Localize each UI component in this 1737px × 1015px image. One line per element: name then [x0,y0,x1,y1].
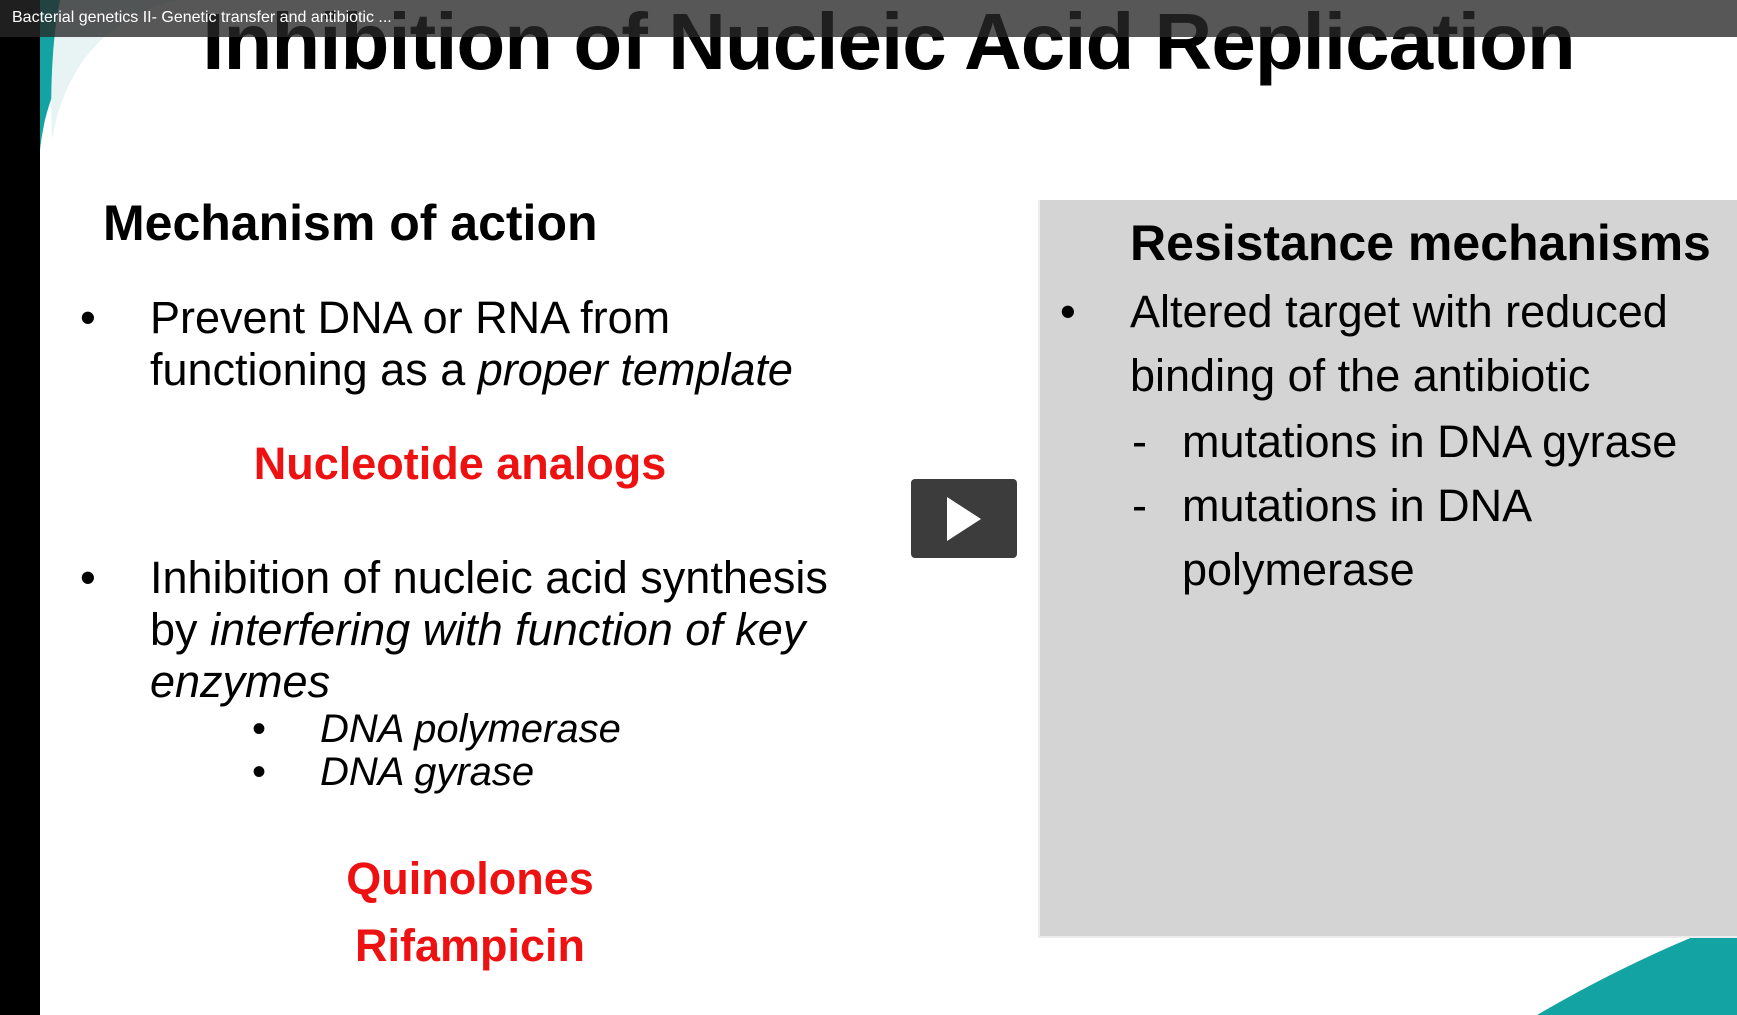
resistance-panel: Resistance mechanisms • Altered target w… [1038,200,1737,938]
resistance-bullet-line: Altered target with reduced [1130,286,1668,337]
bullet-text-line: functioning as a [150,344,478,395]
bullet-text-line: Inhibition of nucleic acid synthesis [150,552,828,603]
dash-marker: - [1132,416,1147,467]
play-button[interactable] [911,479,1017,558]
bullet-dot: • [80,552,96,603]
drug-quinolones: Quinolones [346,853,594,904]
mechanism-bullet-1: • Prevent DNA or RNA from functioning as… [80,292,940,402]
mechanism-bullet-2: • Inhibition of nucleic acid synthesis b… [80,552,960,712]
resistance-heading: Resistance mechanisms [1130,215,1711,271]
drug-rifampicin: Rifampicin [354,920,586,971]
bullet-text-line: by [150,604,211,655]
video-title[interactable]: Bacterial genetics II- Genetic transfer … [12,9,392,26]
bullet-dot: • [252,707,267,751]
dash-item-text: mutations in DNA gyrase [1182,416,1678,467]
teal-corner-decoration-bottom [1537,920,1737,1015]
dash-item-text: polymerase [1182,544,1415,595]
resistance-bullet-line: binding of the antibiotic [1130,350,1591,401]
bullet-emphasis: interfering with function of key [210,604,806,655]
dash-item-text: mutations in DNA [1182,480,1533,531]
video-title-bar: Bacterial genetics II- Genetic transfer … [0,0,1737,37]
bullet-dot: • [1060,286,1076,337]
mechanism-heading: Mechanism of action [103,195,598,251]
sub-bullet-text: DNA polymerase [320,707,621,751]
bullet-emphasis: proper template [477,344,793,395]
sub-bullet-text: DNA gyrase [320,750,535,794]
slide: Inhibition of Nucleic Acid Replication M… [40,0,1737,1015]
bullet-dot: • [80,292,96,343]
bullet-text-line: Prevent DNA or RNA from [150,292,671,343]
sub-bullet-dna-polymerase: • DNA polymerase [252,707,752,751]
bullet-emphasis: enzymes [150,656,331,707]
dash-marker: - [1132,480,1147,531]
bullet-dot: • [252,750,267,794]
sub-bullet-dna-gyrase: • DNA gyrase [252,750,752,794]
play-icon [947,496,981,541]
drug-group-nucleotide-analogs: Nucleotide analogs [253,438,667,489]
